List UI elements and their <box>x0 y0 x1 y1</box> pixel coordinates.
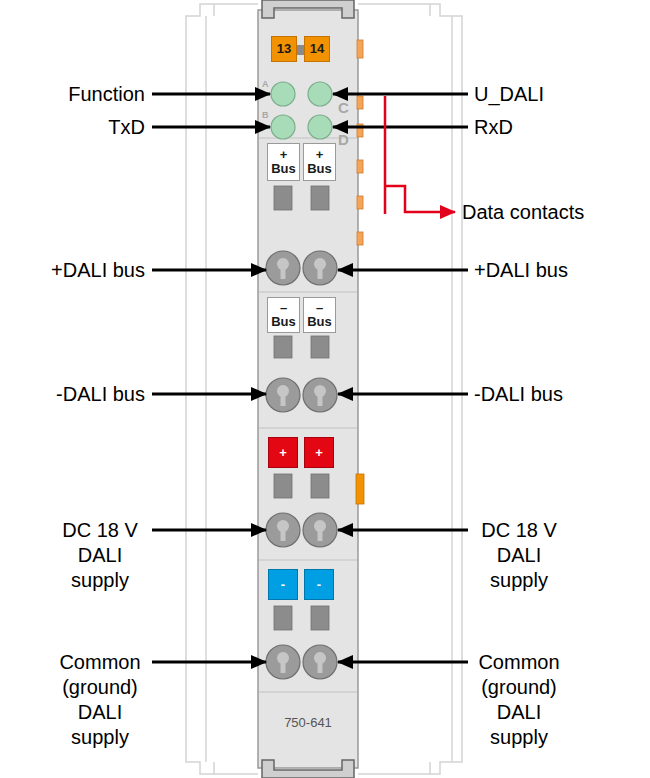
module-housing: 750-641 13 14 + Bus+ Bus – Bus– Bus + + - - <box>258 8 358 770</box>
marker-text: - <box>281 578 285 592</box>
marker-text: 13 <box>277 42 291 56</box>
model-number: 750-641 <box>284 715 332 730</box>
terminal-name: -DALI bus <box>10 382 145 407</box>
marker-text: + Bus <box>304 148 335 176</box>
terminal-name: DC 18 V DALI supply <box>474 518 564 593</box>
supply-marker: + <box>268 437 298 468</box>
power-contact <box>356 474 364 504</box>
signal-name: TxD <box>10 115 145 140</box>
data-contacts-bracket <box>385 96 455 214</box>
marker-text: – Bus <box>304 301 335 329</box>
housing-body <box>258 10 358 768</box>
signal-name: U_DALI <box>474 82 634 107</box>
terminal-marker: + Bus <box>303 143 336 181</box>
row-separators <box>259 138 357 692</box>
led-letter: B <box>262 111 274 120</box>
marker-label: 13 <box>271 36 297 62</box>
ground-marker: - <box>268 569 298 600</box>
housing-cap <box>262 0 354 18</box>
terminal-name: DC 18 V DALI supply <box>55 518 145 593</box>
led-letter: A <box>262 80 274 89</box>
supply-marker: + <box>304 437 334 468</box>
marker-label: 14 <box>304 36 330 62</box>
terminal-name: +DALI bus <box>10 258 145 283</box>
signal-name: Function <box>10 82 145 107</box>
marker-text: – Bus <box>268 301 299 329</box>
rail-frame <box>186 4 462 774</box>
group-label: Data contacts <box>462 200 632 225</box>
terminal-name: Common (ground) DALI supply <box>474 650 564 750</box>
led-letter: D <box>338 132 354 147</box>
signal-name: RxD <box>474 115 634 140</box>
data-contact <box>357 40 363 245</box>
marker-text: + Bus <box>268 148 299 176</box>
housing-cap <box>262 760 354 778</box>
terminal-marker: + Bus <box>267 143 300 181</box>
label-bar <box>297 45 304 55</box>
terminal-name: Common (ground) DALI supply <box>55 650 145 750</box>
status-led <box>271 82 332 139</box>
callout-arrow <box>152 94 468 662</box>
marker-text: 14 <box>310 42 324 56</box>
terminal-name: +DALI bus <box>474 258 634 283</box>
terminal-opening <box>266 251 337 679</box>
marker-text: + <box>315 446 323 460</box>
marker-text: - <box>317 578 321 592</box>
terminal-name: -DALI bus <box>474 382 634 407</box>
terminal-marker: – Bus <box>303 297 336 333</box>
marker-text: + <box>279 446 287 460</box>
led-letter: C <box>338 100 354 115</box>
terminal-marker: – Bus <box>267 297 300 333</box>
ground-marker: - <box>304 569 334 600</box>
